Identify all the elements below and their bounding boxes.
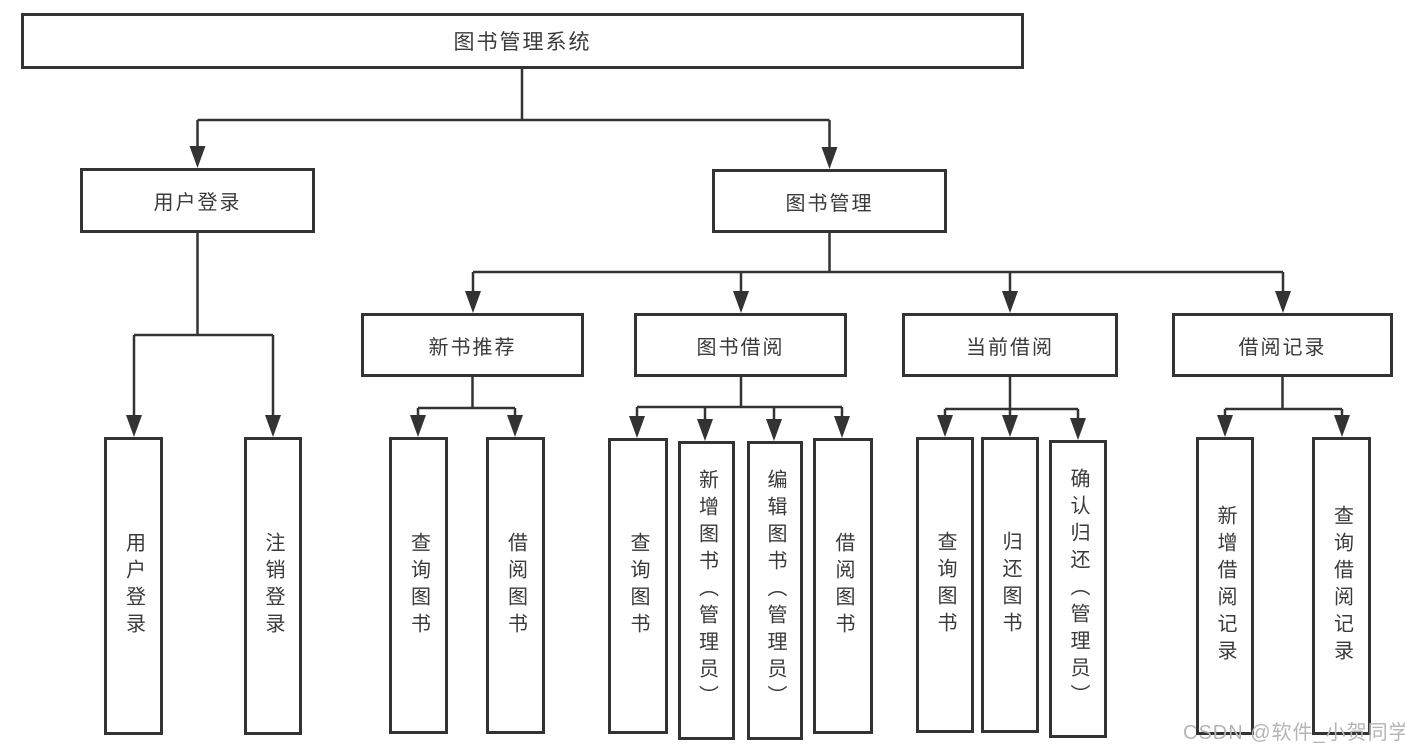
leaf-add-book-admin: 新增图书（管理员）	[678, 441, 735, 740]
node-current-borrow: 当前借阅	[902, 313, 1118, 377]
leaf-logout: 注销登录	[244, 437, 302, 735]
leaf-return-books: 归还图书	[981, 437, 1039, 733]
node-new-book-recommend: 新书推荐	[361, 313, 584, 377]
leaf-query-books-current: 查询图书	[916, 437, 974, 733]
node-book-borrow: 图书借阅	[634, 313, 847, 377]
arrowheads	[126, 146, 1350, 441]
node-borrow-record: 借阅记录	[1172, 313, 1393, 377]
node-book-management: 图书管理	[712, 169, 947, 233]
node-root: 图书管理系统	[21, 13, 1024, 69]
leaf-borrow-books-recommend: 借阅图书	[486, 437, 545, 734]
node-user-login: 用户登录	[80, 168, 315, 233]
leaf-query-borrow-record: 查询借阅记录	[1312, 437, 1371, 735]
leaf-add-borrow-record: 新增借阅记录	[1196, 437, 1254, 735]
leaf-query-books-recommend: 查询图书	[389, 437, 448, 734]
leaf-edit-book-admin: 编辑图书（管理员）	[747, 441, 803, 740]
leaf-user-login: 用户登录	[104, 437, 163, 735]
csdn-watermark: CSDN @软件_小贺同学	[1183, 722, 1405, 744]
leaf-borrow-books: 借阅图书	[813, 438, 873, 734]
leaf-confirm-return-admin: 确认归还（管理员）	[1049, 440, 1107, 738]
leaf-query-books-borrow: 查询图书	[608, 438, 668, 734]
